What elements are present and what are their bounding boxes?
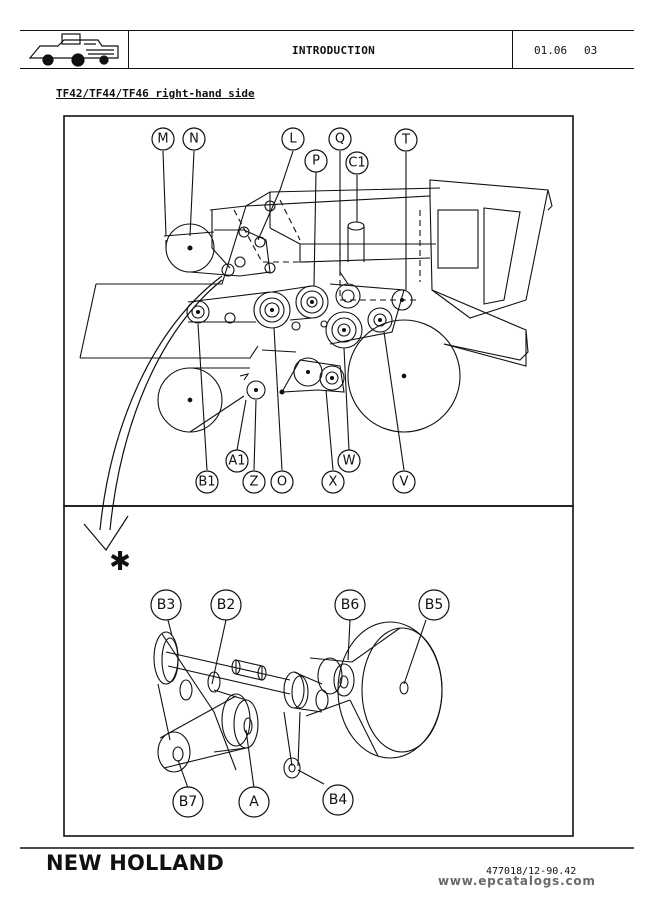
callout-circle-X [321, 470, 345, 494]
callout-label-T: T [401, 133, 410, 148]
header-page-number: 03 [584, 44, 598, 57]
callout-label-C1: C1 [348, 156, 365, 171]
detail-callouts [150, 589, 450, 818]
callout-circle-C1 [345, 151, 369, 175]
header-section-number: 01.06 [534, 44, 568, 57]
callout-circle-V [392, 470, 416, 494]
header-title: INTRODUCTION [292, 44, 376, 57]
callout-circle-A [238, 786, 270, 818]
top-view-callouts [151, 127, 418, 494]
callout-label-N: N [189, 132, 199, 147]
callout-label-B1: B1 [198, 475, 215, 490]
callout-label-B5: B5 [425, 597, 444, 613]
callout-label-B6: B6 [341, 597, 360, 613]
callout-circle-B6 [334, 589, 366, 621]
header-divider-2 [512, 30, 513, 68]
callout-circle-W [337, 449, 361, 473]
callout-label-O: O [277, 475, 287, 490]
header-top-rule [20, 30, 634, 31]
header-bottom-rule [20, 68, 634, 69]
callout-circle-B5 [418, 589, 450, 621]
callout-circle-N [182, 127, 206, 151]
callout-label-V: V [400, 475, 409, 490]
callout-label-Q: Q [335, 132, 345, 147]
callout-circle-B1 [195, 470, 219, 494]
callout-label-L: L [289, 132, 297, 147]
callout-circle-M [151, 127, 175, 151]
callout-circle-P [304, 149, 328, 173]
callout-circle-A1 [225, 449, 249, 473]
detail-arrow-icon [83, 275, 223, 552]
callout-circle-Z [242, 470, 266, 494]
callout-label-Z: Z [250, 475, 259, 490]
brand-name: NEW HOLLAND [46, 851, 225, 875]
callout-circle-Q [328, 127, 352, 151]
callout-label-A1: A1 [228, 454, 245, 469]
detail-view-frame [63, 505, 574, 837]
callout-label-A: A [249, 794, 259, 810]
callout-label-M: M [157, 132, 168, 147]
diagram-subtitle: TF42/TF44/TF46 right-hand side [56, 87, 255, 100]
callout-label-B4: B4 [329, 792, 348, 808]
callout-circle-B4 [322, 784, 354, 816]
top-view-pulleys [157, 150, 461, 471]
callout-label-B3: B3 [157, 597, 176, 613]
top-view-callout-labels: M N L P Q C1 T B1 A1 Z O X W V [157, 132, 410, 490]
callout-label-X: X [329, 475, 338, 490]
combine-logo-icon [28, 33, 119, 67]
callout-label-B2: B2 [217, 597, 236, 613]
header-divider-1 [128, 30, 129, 68]
callout-label-P: P [312, 154, 320, 169]
document-reference: 477018/12-90.42 [486, 866, 577, 877]
callout-circle-B7 [172, 786, 204, 818]
detail-callout-labels: B3 B2 B6 B5 B7 A B4 [157, 597, 444, 810]
watermark-text: www.epcatalogs.com [438, 874, 596, 888]
callout-circle-L [281, 127, 305, 151]
callout-circle-O [270, 470, 294, 494]
combine-side-view [79, 179, 553, 367]
callout-circle-B2 [210, 589, 242, 621]
callout-circle-B3 [150, 589, 182, 621]
detail-marker-icon: ✱ [109, 547, 131, 577]
callout-circle-T [394, 128, 418, 152]
callout-label-W: W [343, 454, 356, 469]
detail-belt-assembly [153, 619, 443, 789]
callout-label-B7: B7 [179, 794, 198, 810]
